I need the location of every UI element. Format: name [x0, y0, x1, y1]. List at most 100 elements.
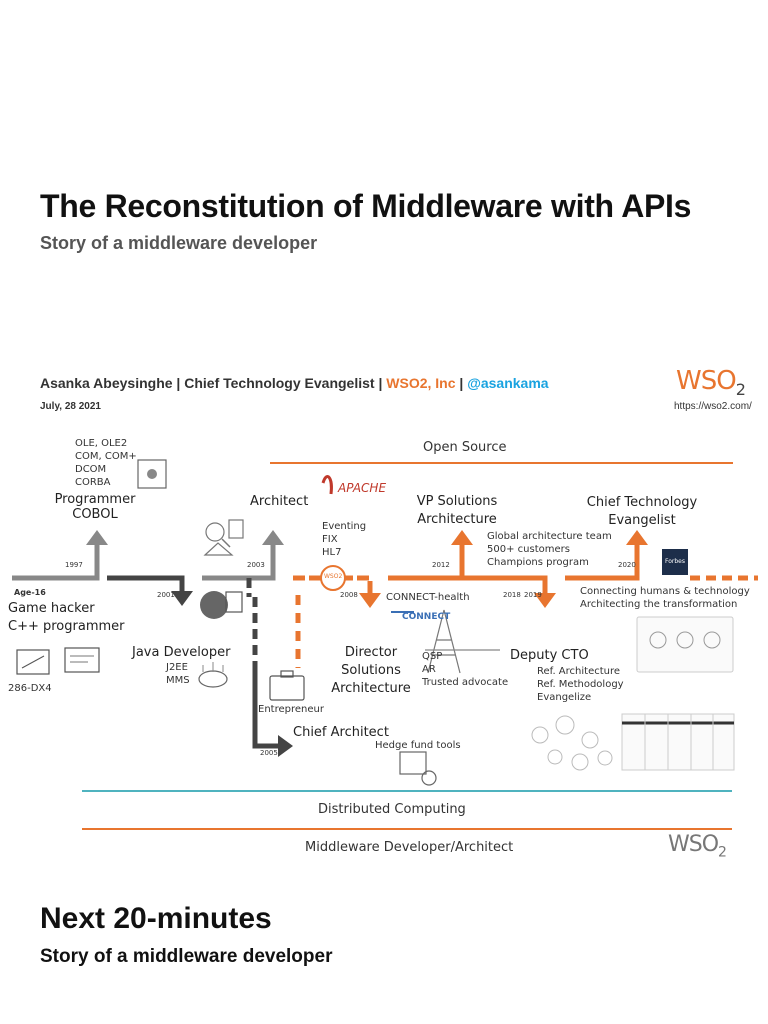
arrowhead-cte [626, 530, 648, 545]
tech-item: DCOM [75, 464, 107, 475]
tech-item: CORBA [75, 477, 111, 488]
computer-icon-detail [21, 655, 45, 669]
logo-text: WSO [676, 366, 737, 396]
programmer-tech-list: OLE, OLE2 COM, COM+ DCOM CORBA [75, 437, 137, 489]
role-line: Chief Technology [586, 495, 698, 510]
year-label: 2003 [247, 561, 265, 569]
role-line: Evangelist [608, 513, 676, 528]
path-to-chief-architect [252, 668, 282, 749]
cte-tech-list: Connecting humans & technology Architect… [580, 585, 750, 611]
terminal-icon [64, 647, 100, 673]
vp-label: VP Solutions Architecture [405, 493, 509, 529]
path-to-cte [565, 541, 640, 581]
tech-item: Champions program [487, 557, 589, 568]
tech-item: MMS [166, 675, 190, 686]
path-to-java [107, 575, 185, 595]
evangelize-network-thumbnail [531, 715, 613, 771]
logo-text: WSO [668, 832, 719, 857]
tech-item: 500+ customers [487, 544, 570, 555]
year-label: 2012 [432, 561, 450, 569]
computer-icon [16, 649, 50, 675]
path-to-vp [388, 541, 465, 581]
wso2-node-label: WSO2 [324, 573, 343, 580]
connect-logo: CONNECT [402, 612, 451, 622]
apache-logo: APACHE [338, 481, 387, 495]
year-label: 2020 [618, 561, 636, 569]
tech-item: Ref. Architecture [537, 666, 621, 677]
search-icon [205, 522, 225, 542]
author-byline: Asanka Abeysinghe | Chief Technology Eva… [40, 375, 549, 391]
role-line: Architecture [331, 681, 411, 696]
talk-date: July, 28 2021 [40, 401, 101, 412]
separator: | [374, 375, 387, 391]
tech-item: COM, COM+ [75, 451, 137, 462]
tech-item: Global architecture team [487, 531, 612, 542]
logo-sub: 2 [718, 844, 727, 861]
company-url: https://wso2.com/ [674, 401, 752, 412]
network-icon-center [147, 469, 157, 479]
next-section-subtitle: Story of a middleware developer [40, 946, 333, 967]
tech-item: Eventing [322, 521, 367, 532]
java-developer-label: Java Developer [132, 645, 231, 660]
coffee-icon [198, 670, 228, 688]
role-line: Director [344, 645, 398, 660]
arrowhead-chief-architect [278, 735, 293, 757]
role-line: COBOL [72, 507, 118, 522]
tech-item: FIX [322, 534, 338, 545]
cpp-programmer-label: C++ programmer [8, 619, 125, 634]
open-source-label: Open Source [423, 440, 507, 455]
middleware-developer-label: Middleware Developer/Architect [305, 840, 514, 855]
author-name: Asanka Abeysinghe [40, 375, 173, 391]
year-label: 2001 [157, 591, 175, 599]
architect-tech-list: Eventing FIX HL7 [322, 520, 366, 559]
shapes-icon [203, 542, 234, 556]
game-hacker-label: Game hacker [8, 601, 95, 616]
slide-subtitle: Story of a middleware developer [40, 233, 318, 253]
wso2-logo-top: WSO2 [676, 366, 746, 400]
path-to-architect [202, 541, 276, 581]
path-to-director [293, 575, 373, 597]
arrowhead-java [171, 591, 193, 606]
apache-feather-icon [321, 475, 333, 495]
forbes-label: Forbes [665, 558, 686, 565]
age-label: Age-16 [14, 588, 46, 597]
entrepreneur-label: Entrepreneur [258, 704, 324, 715]
distributed-computing-label: Distributed Computing [318, 802, 466, 817]
year-label: 1997 [65, 561, 83, 569]
network-icon [137, 459, 167, 489]
logo-sub: 2 [735, 380, 746, 400]
tech-item: AR [422, 664, 436, 675]
separator: | [172, 375, 185, 391]
tech-item: Architecting the transformation [580, 599, 738, 610]
tech-item: Trusted advocate [422, 677, 509, 688]
chief-architect-label: Chief Architect [293, 725, 389, 740]
programmer-label: Programmer COBOL [48, 492, 142, 522]
chief-architect-tech: Hedge fund tools [375, 740, 461, 751]
arrowhead-vp [451, 530, 473, 545]
author-org: WSO2, Inc [386, 375, 456, 391]
architect-label: Architect [250, 494, 309, 509]
year-label: 2019 [524, 591, 542, 599]
role-line: Architecture [417, 512, 497, 527]
spy-icon [200, 591, 228, 619]
year-label: 2008 [340, 591, 358, 599]
author-role: Chief Technology Evangelist [184, 375, 375, 391]
cte-label: Chief Technology Evangelist [576, 494, 708, 530]
java-tech-list: J2EE MMS [166, 661, 190, 687]
golden-gate-icon [427, 609, 461, 674]
pc-model-label: 286-DX4 [8, 683, 52, 694]
forbes-badge [662, 549, 688, 575]
role-line: Programmer [54, 492, 136, 507]
chart-board-icon [399, 751, 427, 775]
arrowhead-programmer [86, 530, 108, 545]
deputy-cto-label: Deputy CTO [510, 648, 589, 663]
euro-phone-icon [225, 591, 243, 613]
tech-item: J2EE [166, 662, 188, 673]
role-line: Solutions [341, 663, 401, 678]
path-to-deputy [462, 575, 548, 597]
tech-item: OLE, OLE2 [75, 438, 128, 449]
wso2-logo-bottom: WSO2 [668, 832, 727, 861]
deputy-tech-list: Ref. Architecture Ref. Methodology Evang… [537, 665, 624, 704]
vp-tech-list: Global architecture team 500+ customers … [487, 530, 612, 569]
year-label: 2005 [260, 749, 278, 757]
